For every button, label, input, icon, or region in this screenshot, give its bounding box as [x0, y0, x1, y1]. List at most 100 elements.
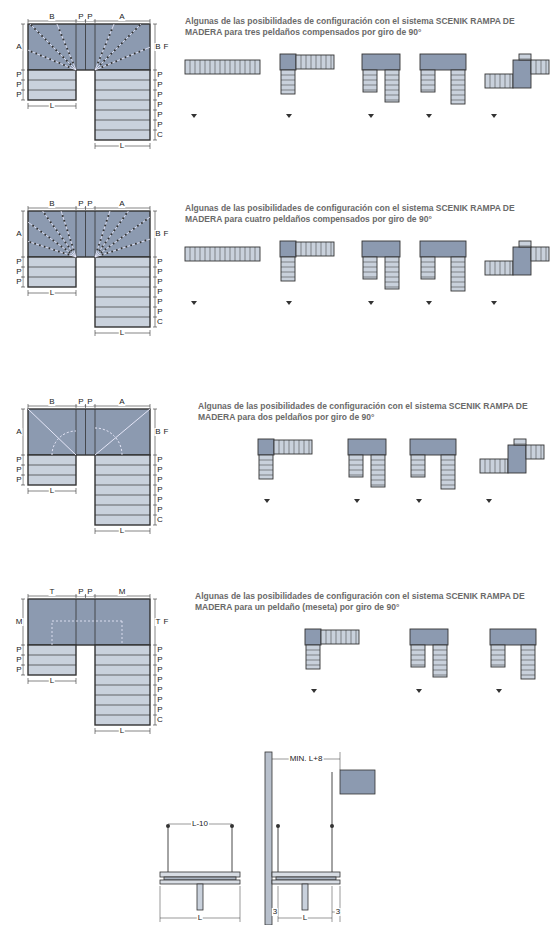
drawing-stroke: [306, 665, 320, 666]
stair-plan: [21, 404, 157, 534]
drawing-stroke: [101, 66, 103, 68]
drawing-stroke: [28, 241, 76, 257]
drawing-stroke: [67, 254, 69, 256]
drawing-stroke: [106, 252, 108, 254]
drawing-stroke: [299, 440, 300, 454]
drawing-stroke: [21, 485, 25, 486]
drawing-stroke: [385, 80, 399, 81]
dimension-label: A: [118, 13, 125, 21]
drawing-stroke: [215, 60, 216, 74]
drawing-stroke: [421, 80, 435, 81]
drawing-stroke: [240, 247, 241, 261]
drawing-stroke: [340, 886, 341, 922]
drawing-stroke: [281, 70, 295, 94]
drawing-stroke: [385, 90, 399, 91]
drawing-stroke: [451, 90, 465, 91]
drawing-stroke: [363, 262, 377, 263]
dimension-label: B: [154, 43, 161, 51]
drawing-stroke: [121, 42, 123, 44]
drawing-stroke: [97, 62, 99, 64]
drawing-stroke: [125, 234, 127, 236]
drawing-stroke: [135, 28, 137, 30]
drawing-stroke: [107, 39, 109, 41]
drawing-stroke: [451, 70, 465, 104]
drawing-stroke: [500, 459, 501, 473]
drawing-stroke: [43, 211, 76, 257]
drawing-stroke: [500, 261, 501, 275]
drawing-stroke: [191, 301, 197, 305]
drawing-stroke: [144, 240, 146, 242]
dimension-label: P: [15, 91, 22, 99]
drawing-stroke: [421, 75, 435, 76]
drawing-stroke: [28, 409, 150, 455]
drawing-stroke: [265, 752, 272, 925]
drawing-stroke: [371, 480, 385, 481]
drawing-stroke: [28, 475, 76, 476]
drawing-stroke: [95, 515, 150, 516]
drawing-stroke: [286, 114, 292, 118]
section-detail: [160, 752, 375, 925]
drawing-stroke: [368, 301, 374, 305]
drawing-stroke: [66, 48, 68, 50]
drawing-stroke: [95, 475, 150, 476]
drawing-stroke: [363, 257, 377, 279]
drawing-stroke: [416, 499, 422, 503]
drawing-stroke: [95, 528, 96, 534]
drawing-stroke: [336, 630, 337, 644]
configuration-thumbnail: [485, 54, 549, 118]
drawing-stroke: [108, 237, 110, 239]
drawing-stroke: [129, 54, 131, 56]
drawing-stroke: [296, 55, 334, 69]
dimension-label: P: [156, 278, 163, 286]
dimension-label: P: [156, 456, 163, 464]
drawing-stroke: [31, 51, 33, 53]
configuration-thumbnail: [362, 54, 400, 118]
drawing-stroke: [52, 431, 76, 455]
drawing-stroke: [281, 257, 295, 281]
drawing-stroke: [95, 695, 150, 696]
dimension-label: P: [15, 71, 22, 79]
drawing-stroke: [195, 247, 196, 261]
drawing-stroke: [541, 60, 542, 74]
drawing-stroke: [513, 247, 531, 275]
drawing-stroke: [138, 51, 140, 53]
dimension-label: L: [49, 289, 55, 297]
caption-text: Algunas de las posibilidades de configur…: [195, 591, 546, 614]
configuration-thumbnail: [485, 241, 549, 305]
drawing-stroke: [250, 60, 251, 74]
drawing-stroke: [95, 130, 150, 131]
drawing-stroke: [281, 80, 295, 81]
dimension-label: C: [156, 516, 164, 524]
drawing-stroke: [57, 24, 76, 70]
dimension-label: A: [15, 428, 22, 436]
drawing-stroke: [95, 665, 150, 666]
drawing-stroke: [278, 886, 279, 922]
drawing-stroke: [311, 689, 317, 693]
drawing-stroke: [95, 675, 150, 676]
drawing-stroke: [451, 287, 465, 288]
dimension-label: L: [197, 914, 203, 922]
drawing-stroke: [451, 267, 465, 268]
drawing-stroke: [331, 55, 332, 69]
drawing-stroke: [330, 824, 334, 828]
drawing-stroke: [95, 19, 96, 23]
drawing-stroke: [107, 215, 109, 217]
drawing-stroke: [521, 650, 535, 651]
drawing-stroke: [153, 327, 157, 328]
drawing-stroke: [286, 301, 292, 305]
drawing-stroke: [513, 60, 531, 88]
drawing-stroke: [63, 220, 65, 222]
drawing-stroke: [52, 46, 54, 48]
drawing-stroke: [451, 262, 465, 263]
drawing-stroke: [58, 62, 60, 64]
drawing-stroke: [28, 599, 150, 645]
drawing-stroke: [143, 49, 145, 51]
drawing-stroke: [76, 488, 77, 494]
drawing-stroke: [441, 465, 455, 466]
drawing-stroke: [52, 240, 54, 242]
dimension-label: F: [163, 428, 170, 436]
drawing-stroke: [411, 665, 425, 666]
dimension-label: T: [155, 618, 162, 626]
drawing-stroke: [52, 621, 53, 645]
drawing-stroke: [276, 877, 336, 880]
